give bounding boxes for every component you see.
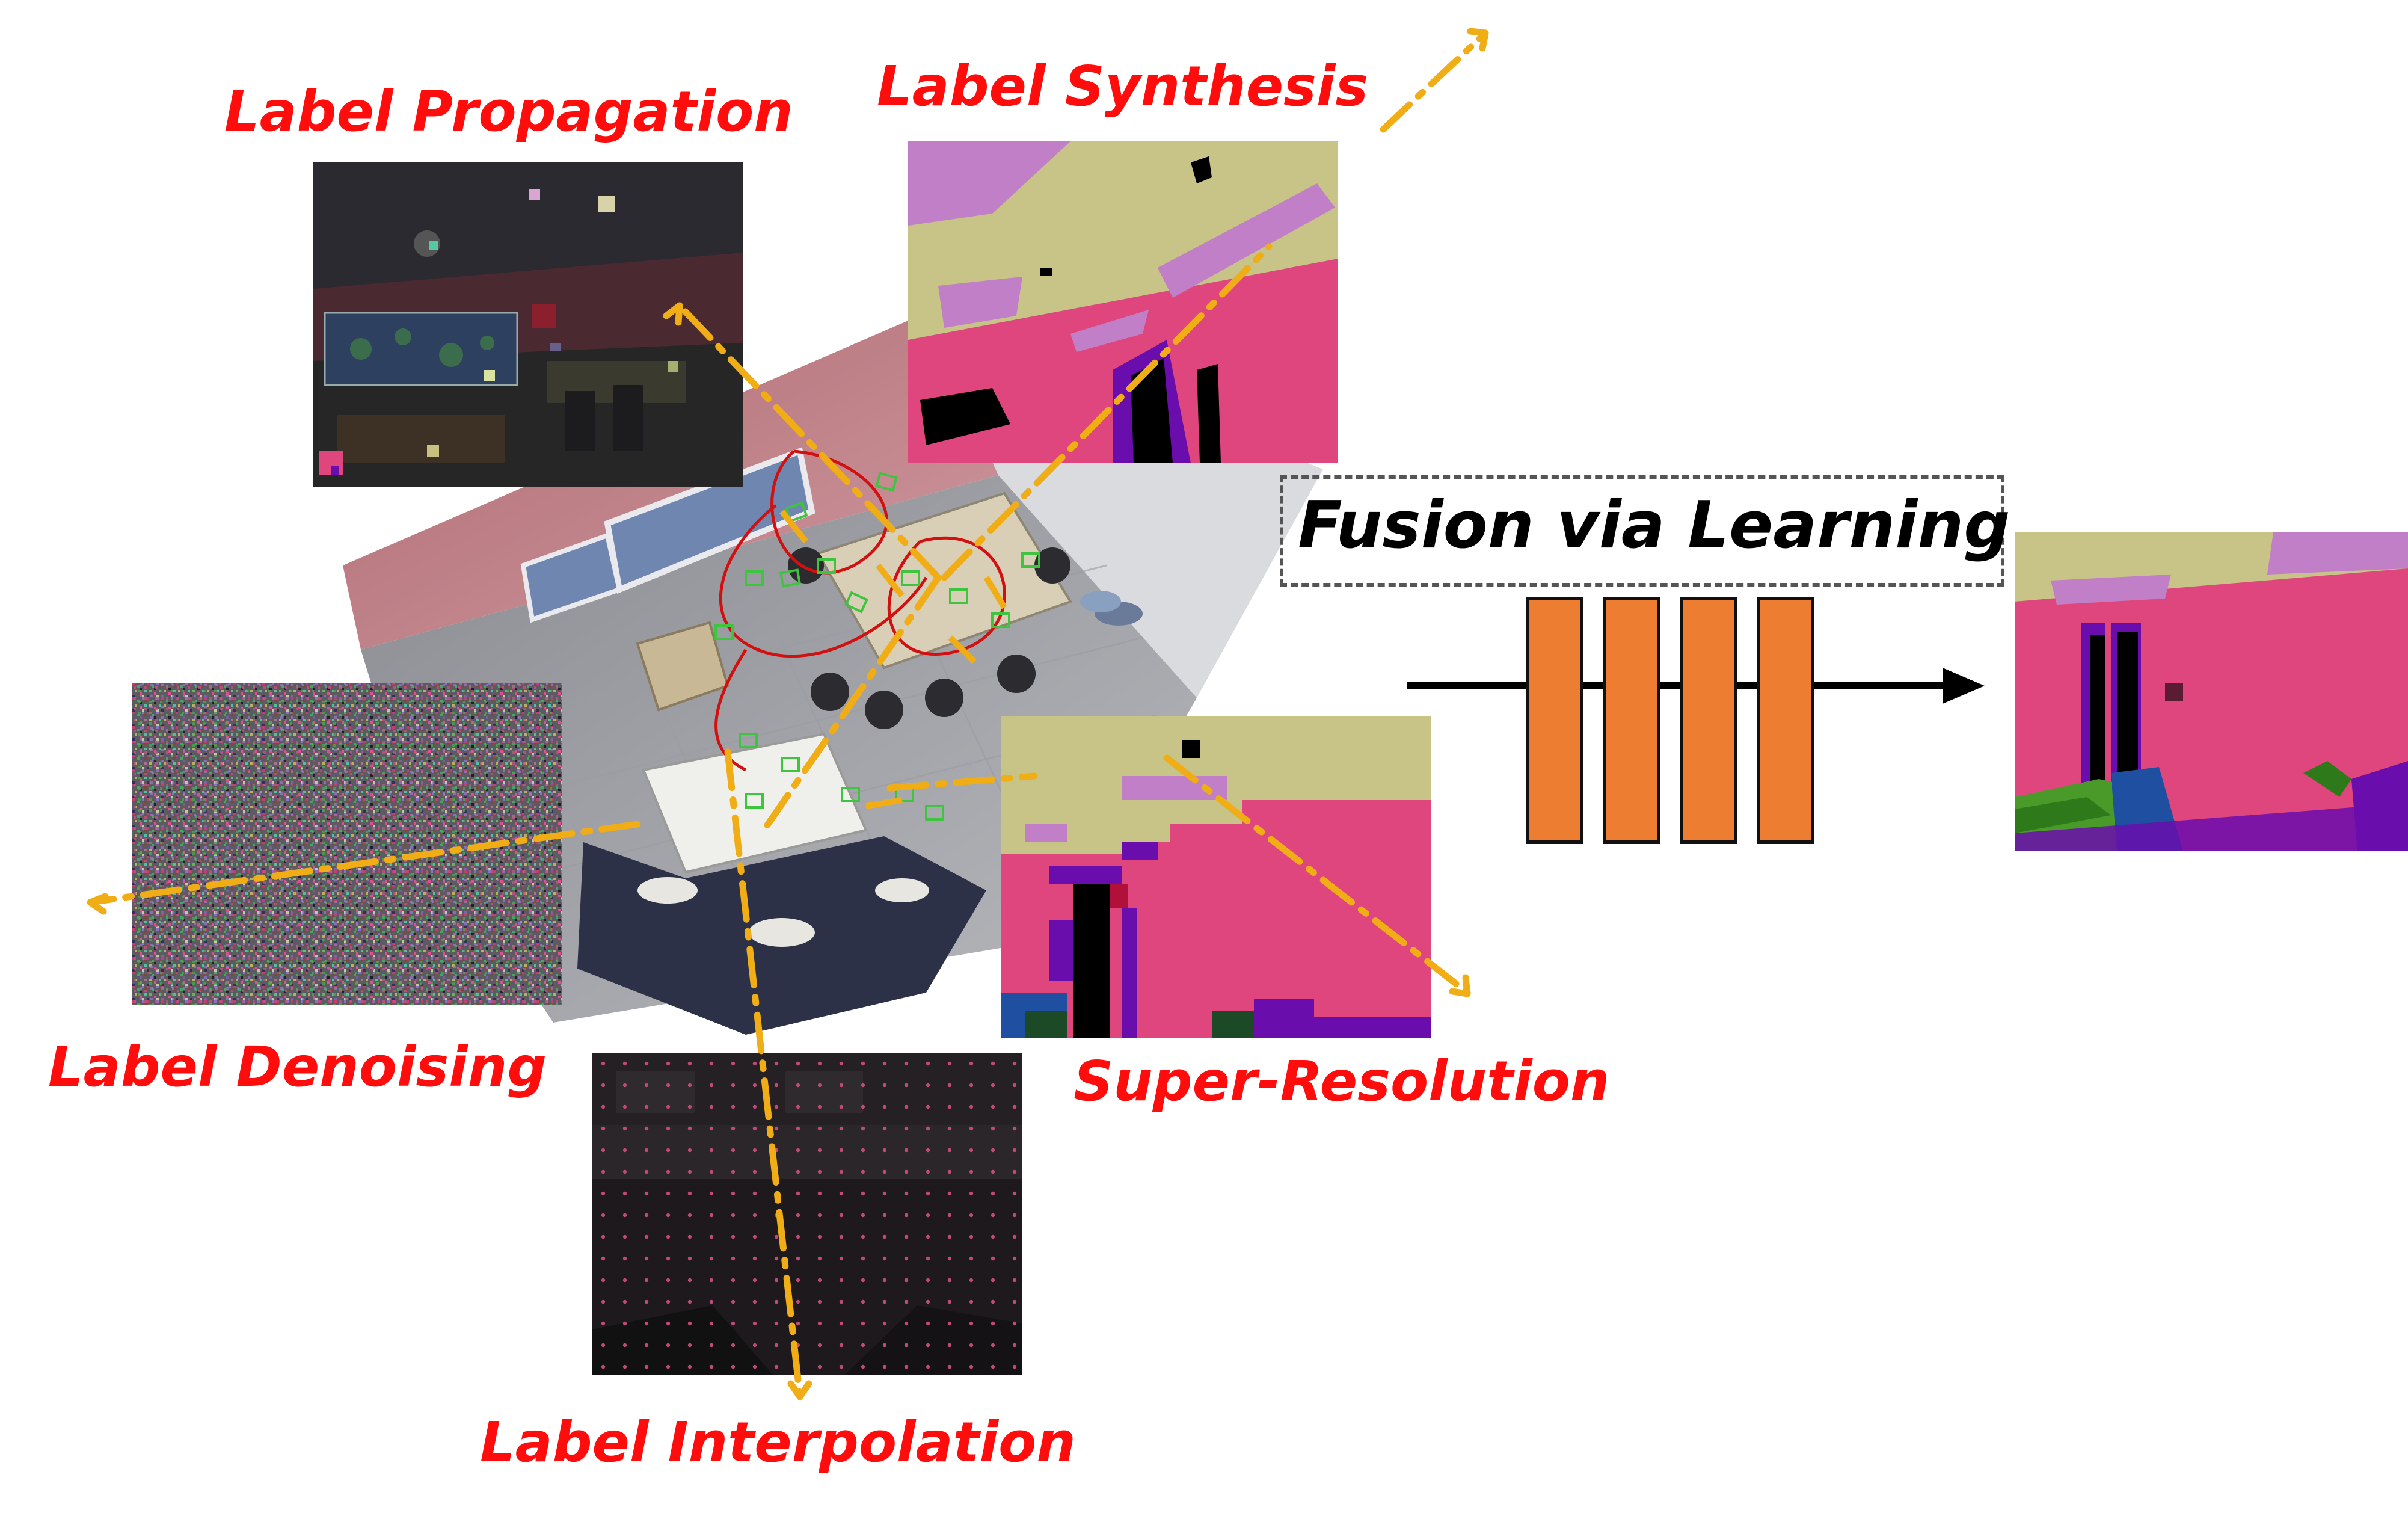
super-resolution-title: Super-Resolution [1073,1054,1609,1109]
fusion-title: Fusion via Learning [1298,493,2010,558]
label-synthesis-title: Label Synthesis [877,59,1368,114]
network-layers [1528,599,1813,842]
label-interpolation-title: Label Interpolation [480,1415,1076,1470]
label-propagation-title: Label Propagation [224,84,793,140]
label-denoising-title: Label Denoising [48,1040,547,1095]
fusion-arrowhead [1943,668,1985,704]
